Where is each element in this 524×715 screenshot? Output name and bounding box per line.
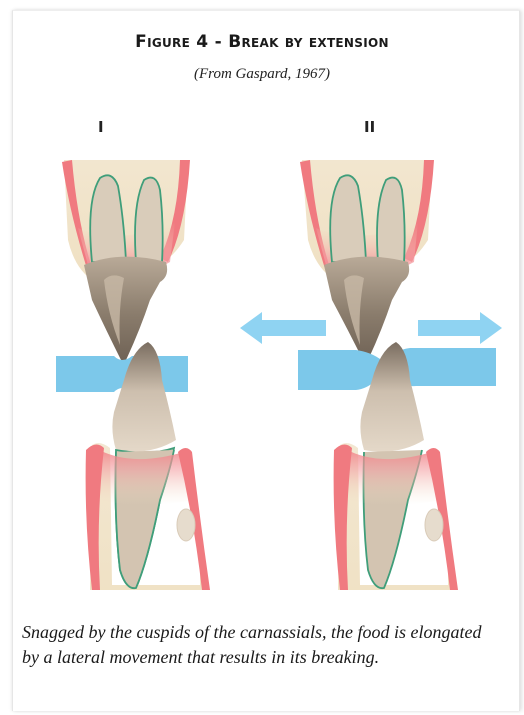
panel-i-drawing xyxy=(56,160,210,590)
panel-label-ii: II xyxy=(364,118,375,136)
arrow-left-icon xyxy=(240,312,326,344)
panel-ii-side-root xyxy=(425,509,443,541)
panel-i-upper-crown xyxy=(84,257,167,362)
arrow-right-icon xyxy=(418,312,502,344)
panel-label-i: I xyxy=(98,118,104,136)
panel-i-side-root xyxy=(177,509,195,541)
figure-caption: Snagged by the cuspids of the carnassial… xyxy=(22,620,492,670)
panel-ii-drawing xyxy=(298,160,496,590)
figure-title: Figure 4 - Break by extension xyxy=(0,32,524,52)
figure-subtitle: (From Gaspard, 1967) xyxy=(0,66,524,83)
